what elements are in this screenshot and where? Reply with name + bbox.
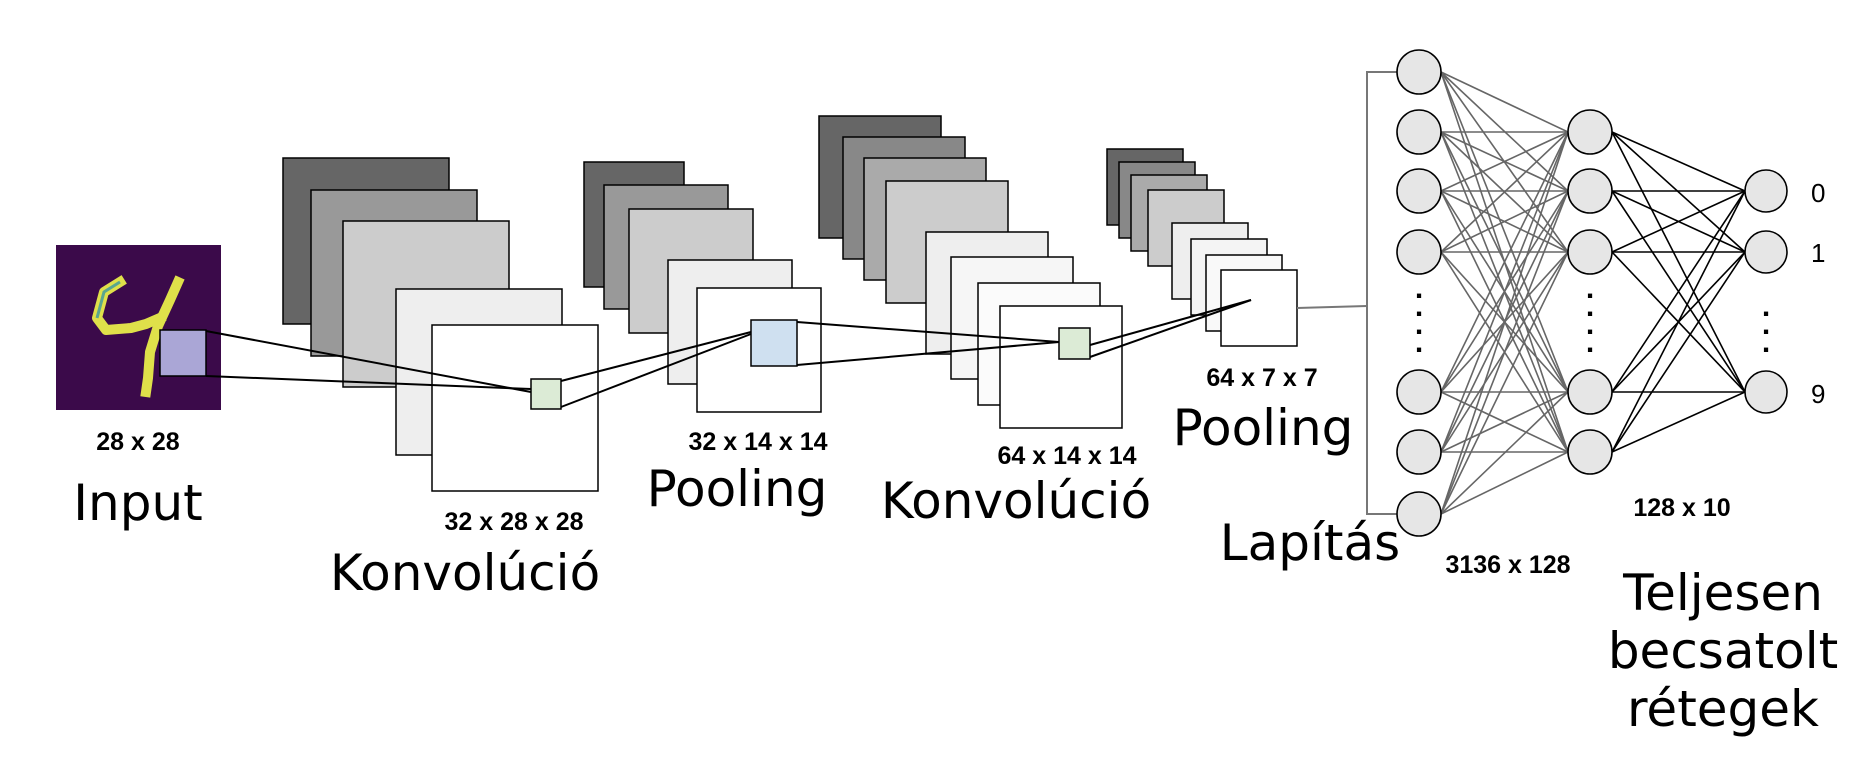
pool1-dims-label: 32 x 14 x 14 xyxy=(688,428,827,456)
neuron-node xyxy=(1396,49,1442,95)
neuron-node xyxy=(1567,429,1613,475)
dense-connections-128-to-10 xyxy=(1611,131,1746,453)
conv1-dims-label: 32 x 28 x 28 xyxy=(444,508,583,536)
dense-connections-flatten-to-128 xyxy=(1440,71,1569,515)
output-label-first: 0 xyxy=(1811,178,1825,208)
connection-line xyxy=(1440,131,1569,515)
svg-text:.: . xyxy=(1762,308,1770,341)
neuron-node xyxy=(1396,109,1442,155)
receptive-field-lines xyxy=(205,299,1252,408)
pool1-kernel-window xyxy=(750,319,798,367)
neuron-node xyxy=(1396,429,1442,475)
svg-text:.: . xyxy=(1586,308,1594,341)
neuron-node xyxy=(1567,109,1613,155)
neuron-node xyxy=(1396,369,1442,415)
input-kernel-window xyxy=(159,329,207,377)
neuron-node xyxy=(1744,230,1788,274)
connection-line xyxy=(1440,451,1569,515)
connection-line xyxy=(1440,190,1569,515)
hidden-layer-neurons xyxy=(1567,109,1613,475)
conv2-stage-label: Konvolúció xyxy=(881,472,1151,530)
svg-text:.: . xyxy=(1415,272,1423,305)
connection-line xyxy=(1440,190,1569,253)
svg-text:.: . xyxy=(1415,290,1423,323)
dense-stage-label-line1: Teljesen xyxy=(1622,564,1823,622)
neuron-node xyxy=(1396,229,1442,275)
output-label-second: 1 xyxy=(1811,238,1825,268)
output-label-last: 9 xyxy=(1811,379,1825,409)
connection-line xyxy=(1611,131,1746,192)
svg-text:.: . xyxy=(1415,308,1423,341)
svg-text:.: . xyxy=(1762,326,1770,359)
conv2-feature-maps xyxy=(818,115,1123,429)
neuron-node xyxy=(1567,168,1613,214)
connection-line xyxy=(1611,251,1746,453)
conv1-feature-maps xyxy=(282,157,599,492)
conv1-stage-label: Konvolúció xyxy=(330,544,600,602)
flatten-layer-neurons xyxy=(1396,49,1442,537)
connection-line xyxy=(1440,71,1569,393)
svg-text:.: . xyxy=(1586,272,1594,305)
input-dims-label: 28 x 28 xyxy=(96,428,180,456)
output-layer-neurons xyxy=(1744,169,1788,414)
svg-text:.: . xyxy=(1586,326,1594,359)
connection-line xyxy=(1440,131,1569,253)
conv2-dims-label: 64 x 14 x 14 xyxy=(997,442,1136,470)
neuron-node xyxy=(1744,169,1788,213)
dense2-dims-label: 128 x 10 xyxy=(1633,494,1730,522)
pool1-feature-maps xyxy=(583,161,822,413)
dense1-dims-label: 3136 x 128 xyxy=(1445,551,1570,579)
connection-line xyxy=(1611,391,1746,453)
connection-line xyxy=(1611,131,1746,393)
pool2-feature-maps xyxy=(1106,148,1298,347)
connection-line xyxy=(1440,71,1569,133)
svg-text:.: . xyxy=(1762,290,1770,323)
connection-line xyxy=(1611,131,1746,253)
neuron-ellipsis-marks: . . . . . . . . . . . xyxy=(1415,272,1770,359)
pool2-stage-label: Pooling xyxy=(1173,399,1354,457)
conv2-kernel-window xyxy=(1058,327,1091,360)
connection-line xyxy=(1440,251,1569,515)
flatten-bracket xyxy=(1296,71,1422,515)
svg-text:.: . xyxy=(1586,290,1594,323)
neuron-node xyxy=(1396,491,1442,537)
dense-stage-label-line2: becsatolt xyxy=(1608,622,1838,680)
pool1-stage-label: Pooling xyxy=(647,460,828,518)
neuron-node xyxy=(1744,370,1788,414)
connection-line xyxy=(1611,190,1746,393)
input-image xyxy=(56,245,221,410)
neuron-node xyxy=(1396,168,1442,214)
connection-line xyxy=(1440,131,1569,453)
conv1-kernel-window xyxy=(530,378,562,410)
neuron-node xyxy=(1567,229,1613,275)
connection-line xyxy=(1611,190,1746,453)
neuron-node xyxy=(1567,369,1613,415)
connection-line xyxy=(1611,190,1746,253)
pool2-dims-label: 64 x 7 x 7 xyxy=(1206,364,1317,392)
flatten-stage-label: Lapítás xyxy=(1220,514,1400,572)
connection-line xyxy=(1440,391,1569,453)
connection-line xyxy=(1440,391,1569,515)
digit-four-strokes xyxy=(92,275,185,398)
connection-line xyxy=(1440,131,1569,192)
dense-stage-label-line3: rétegek xyxy=(1627,680,1819,738)
connection-line xyxy=(1440,131,1569,393)
svg-text:.: . xyxy=(1415,326,1423,359)
input-stage-label: Input xyxy=(73,474,202,532)
